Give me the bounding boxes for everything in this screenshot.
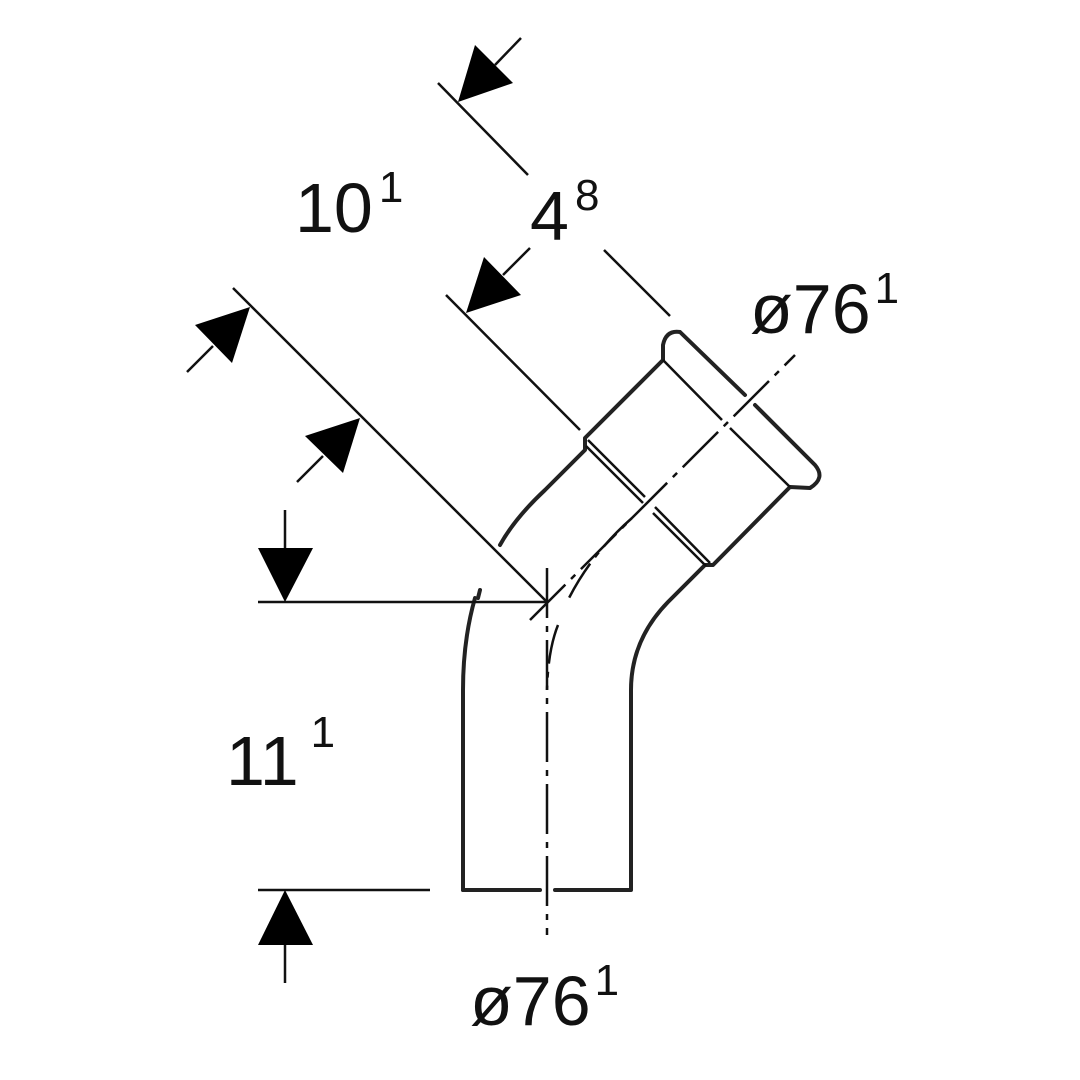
arrow-head	[258, 890, 313, 945]
dimension-pipe-diameter: ø761	[470, 956, 619, 1040]
dimension-lines	[186, 37, 671, 983]
pipe-bend-outline	[461, 329, 822, 892]
arrow-head	[258, 548, 313, 602]
arrow-head	[466, 257, 521, 313]
dimension-socket-diameter: ø761	[750, 264, 899, 348]
arrow-head	[458, 45, 513, 102]
arrow-head	[195, 307, 250, 363]
arrow-head	[305, 418, 360, 473]
centerlines	[529, 354, 796, 935]
